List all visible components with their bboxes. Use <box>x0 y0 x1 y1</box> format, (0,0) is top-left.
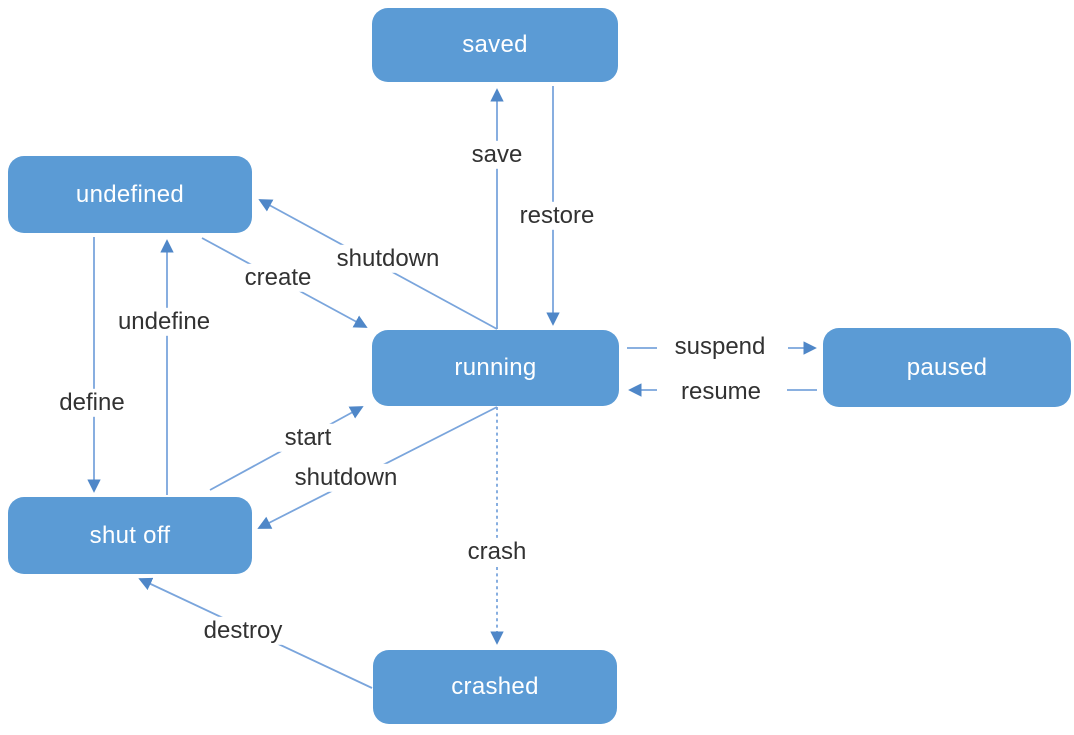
node-crashed: crashed <box>373 650 617 724</box>
node-saved: saved <box>372 8 618 82</box>
edge-label-undefine: undefine <box>110 307 218 337</box>
edge-label-resume: resume <box>673 377 769 407</box>
node-undefined: undefined <box>8 156 252 233</box>
edge-label-start: start <box>277 423 339 453</box>
node-paused: paused <box>823 328 1071 407</box>
edge-label-restore: restore <box>512 201 602 231</box>
edge-label-crash: crash <box>460 537 534 567</box>
edge-label-shutdown-bottom: shutdown <box>287 463 405 493</box>
edge-label-suspend: suspend <box>667 332 773 362</box>
edge-label-create: create <box>237 263 319 293</box>
node-undefined-label: undefined <box>75 180 185 208</box>
edge-label-define: define <box>52 388 132 418</box>
node-running: running <box>372 330 619 406</box>
edge-label-shutdown-top: shutdown <box>329 244 447 274</box>
node-shut-off: shut off <box>8 497 252 574</box>
node-shut-off-label: shut off <box>89 521 171 549</box>
node-saved-label: saved <box>462 31 528 58</box>
node-paused-label: paused <box>906 353 988 381</box>
node-running-label: running <box>454 354 537 381</box>
node-crashed-label: crashed <box>451 673 539 700</box>
edge-label-destroy: destroy <box>196 616 290 646</box>
edge-label-save: save <box>464 140 530 170</box>
